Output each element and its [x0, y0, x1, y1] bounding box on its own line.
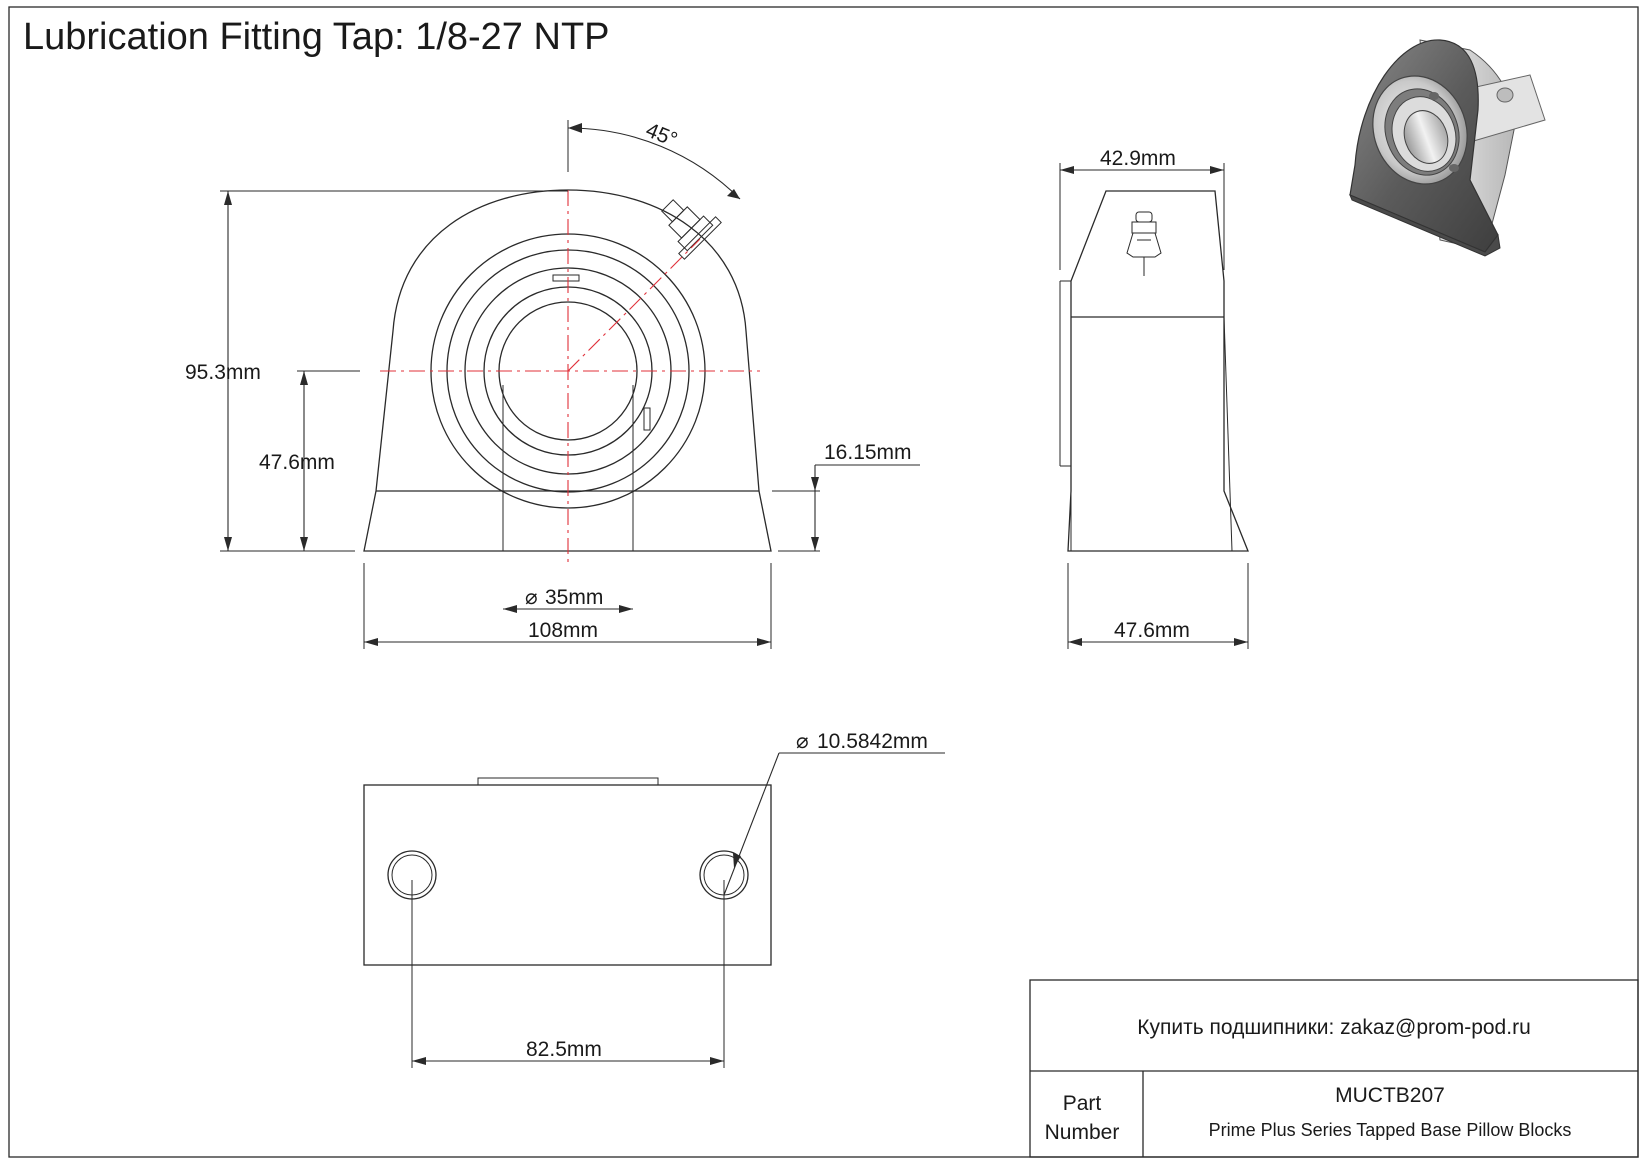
- part-description: Prime Plus Series Tapped Base Pillow Blo…: [1209, 1120, 1572, 1140]
- bore-diameter-label: 35mm: [545, 586, 603, 609]
- grease-fitting-side: [1126, 211, 1162, 276]
- part-label-line1: Part: [1063, 1092, 1102, 1115]
- front-view: [363, 189, 772, 565]
- centerline-45: [567, 238, 701, 372]
- title-block-frame: [1029, 979, 1639, 1158]
- base-width-label: 47.6mm: [1114, 619, 1190, 642]
- part-number: MUCTB207: [1335, 1084, 1445, 1107]
- lock-tab-top: [552, 274, 580, 282]
- overall-length-label: 108mm: [528, 619, 598, 642]
- set-screw-tab: [643, 407, 651, 431]
- overall-height-label: 95.3mm: [185, 361, 261, 384]
- tap-hole-diameter-label: 10.5842mm: [817, 730, 928, 753]
- side-view: [1059, 190, 1249, 552]
- bottom-view-dimensions: ⌀ 10.5842mm 82.5mm: [411, 730, 945, 1068]
- base-outline: [363, 784, 772, 966]
- contact-text: Купить подшипники: zakaz@prom-pod.ru: [1137, 1016, 1531, 1039]
- side-view-dimensions: 42.9mm 47.6mm: [1059, 147, 1249, 649]
- hole-spacing-label: 82.5mm: [526, 1038, 602, 1061]
- front-view-dimensions: 45° 95.3mm 47.6mm 16.15mm ⌀ 35mm: [185, 119, 920, 649]
- side-outline: [1067, 190, 1249, 552]
- title-block: Купить подшипники: zakaz@prom-pod.ru Par…: [1029, 979, 1639, 1158]
- drawing-title: Lubrication Fitting Tap: 1/8-27 NTP: [23, 16, 610, 58]
- part-label-line2: Number: [1045, 1121, 1120, 1144]
- bore-diameter-symbol: ⌀: [525, 586, 538, 609]
- bottom-view: [363, 777, 772, 966]
- top-width-label: 42.9mm: [1100, 147, 1176, 170]
- grease-fitting: [661, 199, 722, 260]
- isometric-render: [1349, 39, 1546, 257]
- sheet-border: [8, 6, 1639, 1158]
- center-height-label: 47.6mm: [259, 451, 335, 474]
- tap-hole-diameter-symbol: ⌀: [796, 730, 809, 753]
- angle-label: 45°: [643, 119, 681, 152]
- render-bore: [1403, 110, 1449, 164]
- base-thickness-label: 16.15mm: [824, 441, 912, 464]
